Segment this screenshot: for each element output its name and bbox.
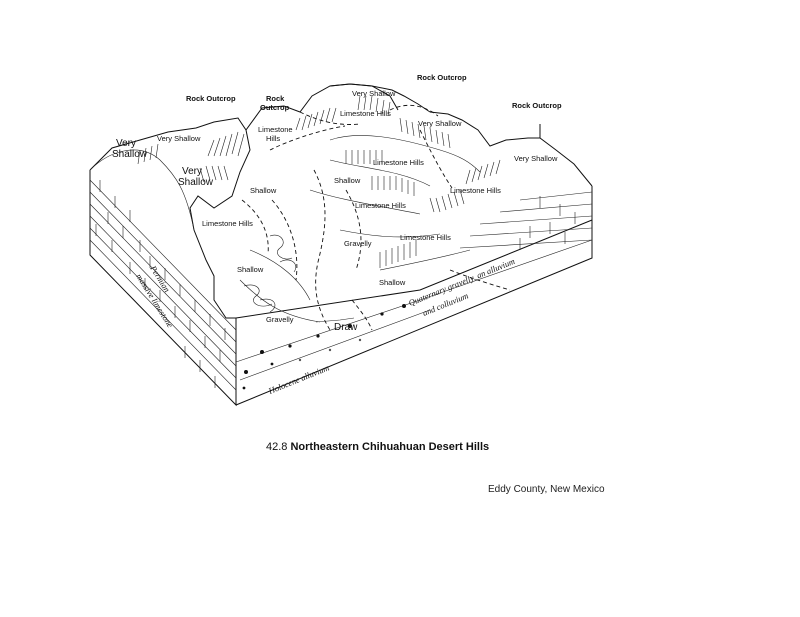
label-draw: Draw — [334, 322, 358, 333]
label-very-shallow-right: Very Shallow — [514, 154, 558, 163]
caption-title: Northeastern Chihuahuan Desert Hills — [290, 441, 490, 453]
figure-location: Eddy County, New Mexico — [488, 484, 605, 495]
label-limestone-hills-center-1: Limestone — [258, 125, 293, 134]
label-limestone-hills-center-2: Hills — [266, 134, 280, 143]
label-very-shallow-big-1: Very — [116, 138, 136, 149]
label-very-shallow-mid-2: Shallow — [178, 177, 214, 188]
label-permian-2: massive limestone — [134, 272, 175, 330]
left-face-edge — [89, 170, 237, 407]
right-face-masonry — [459, 191, 593, 250]
label-limestone-hills-top: Limestone Hills — [340, 109, 391, 118]
label-very-shallow-mid-1: Very — [182, 166, 202, 177]
front-face-alluvium — [235, 239, 593, 390]
left-hill-outline — [89, 117, 251, 319]
label-shallow-3: Shallow — [237, 265, 264, 274]
right-hill-outline — [429, 111, 593, 187]
label-rock-outcrop-right: Rock Outcrop — [512, 101, 562, 110]
label-limestone-hills-right: Limestone Hills — [450, 186, 501, 195]
caption-number: 42.8 — [266, 441, 288, 453]
terrain-surface — [89, 83, 593, 331]
left-face-masonry — [89, 179, 237, 391]
label-very-shallow-big-2: Shallow — [112, 149, 148, 160]
label-limestone-hills-mid: Limestone Hills — [373, 158, 424, 167]
label-shallow-4: Shallow — [379, 278, 406, 287]
front-face-edge — [235, 186, 593, 406]
label-holocene: Holocene alluvium — [266, 362, 330, 396]
label-limestone-hills-left: Limestone Hills — [202, 219, 253, 228]
label-limestone-hills-mid2: Limestone Hills — [355, 201, 406, 210]
label-rock-outcrop-left: Rock Outcrop — [186, 94, 236, 103]
label-gravelly-1: Gravelly — [344, 239, 372, 248]
label-gravelly-2: Gravelly — [266, 315, 294, 324]
label-rock-outcrop-center-1: Rock — [266, 94, 285, 103]
label-shallow-1: Shallow — [250, 186, 277, 195]
label-shallow-2: Shallow — [334, 176, 361, 185]
label-limestone-hills-low: Limestone Hills — [400, 233, 451, 242]
label-rock-outcrop-center-2: Outcrop — [260, 103, 290, 112]
label-very-shallow-top2: Very Shallow — [418, 119, 462, 128]
figure-caption: 42.8 Northeastern Chihuahuan Desert Hill… — [266, 441, 489, 453]
label-very-shallow-top: Very Shallow — [352, 89, 396, 98]
label-very-shallow-left: Very Shallow — [157, 134, 201, 143]
label-rock-outcrop-top: Rock Outcrop — [417, 73, 467, 82]
